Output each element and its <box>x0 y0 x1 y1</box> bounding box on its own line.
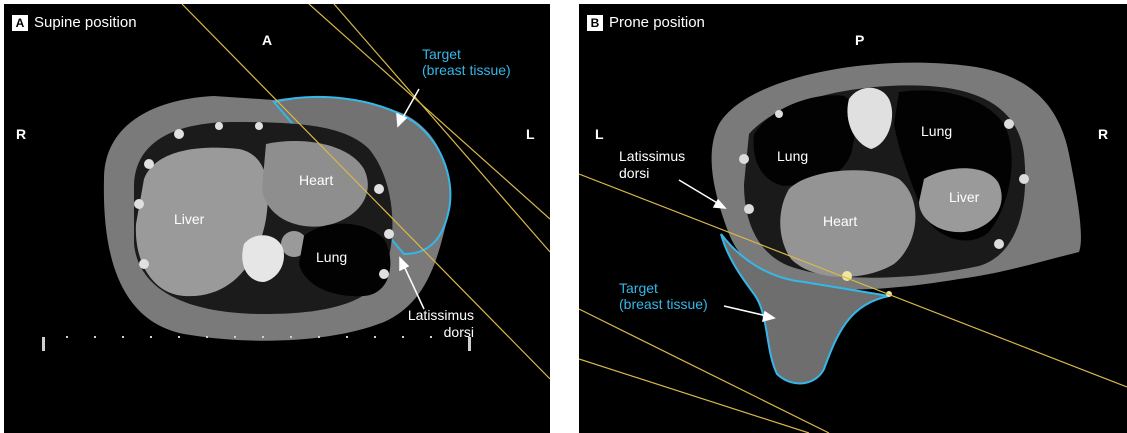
target-label-supine: Target (breast tissue) <box>422 46 511 78</box>
lung-left-label: Lung <box>777 148 809 164</box>
target-label-line2: (breast tissue) <box>422 62 511 78</box>
panel-prone: B Prone position P L R Latissimus dorsi … <box>579 4 1127 433</box>
spine-shape <box>847 87 893 149</box>
heart-label: Heart <box>299 172 334 188</box>
heart-shape <box>780 170 916 277</box>
orient-right-label: L <box>526 126 535 142</box>
heart-label: Heart <box>823 213 858 229</box>
panel-title-text: Supine position <box>34 14 137 31</box>
target-label-line2: (breast tissue) <box>619 296 708 312</box>
panel-supine: A Supine position A R L Target (breast t… <box>4 4 550 433</box>
ct-scan-prone <box>579 62 1127 433</box>
orient-right-label: R <box>1098 126 1109 142</box>
spine-shape <box>242 235 284 282</box>
panel-title-supine: A Supine position <box>12 14 137 31</box>
lung-label: Lung <box>316 249 348 265</box>
panel-letter-a: A <box>12 14 28 31</box>
beam-line-1 <box>181 4 550 380</box>
beam-line-2 <box>308 4 550 220</box>
beam-line-3 <box>579 358 810 433</box>
latissimus-line1: Latissimus <box>407 307 474 323</box>
orient-top-label: A <box>262 32 273 48</box>
panel-title-text: Prone position <box>609 14 705 31</box>
latissimus-label-prone: Latissimus dorsi <box>619 148 685 182</box>
target-label-line1: Target <box>619 280 658 296</box>
beam-line-1 <box>579 173 1127 388</box>
latissimus-line1: Latissimus <box>619 148 686 164</box>
ct-scan-supine <box>42 4 550 380</box>
orient-left-label: R <box>16 126 27 142</box>
lung-shape <box>299 223 391 297</box>
target-region-prone <box>720 233 890 385</box>
liver-label: Liver <box>174 211 205 227</box>
aorta-shape <box>281 231 307 257</box>
beam-line-3 <box>333 4 550 253</box>
heart-shape <box>262 141 368 227</box>
target-label-prone: Target (breast tissue) <box>619 280 708 312</box>
beam-line-2 <box>579 308 830 433</box>
liver-label: Liver <box>949 189 980 205</box>
panel-title-prone: B Prone position <box>587 14 705 31</box>
lung-right-label: Lung <box>921 123 953 139</box>
liver-shape <box>135 147 268 297</box>
latissimus-line2: dorsi <box>619 165 650 181</box>
latissimus-line2: dorsi <box>443 324 474 340</box>
orient-left-label: L <box>595 126 604 142</box>
panel-letter-b: B <box>587 14 603 31</box>
target-label-line1: Target <box>422 46 461 62</box>
orient-top-label: P <box>855 32 865 48</box>
liver-shape <box>919 168 1002 233</box>
latissimus-label-supine: Latissimus dorsi <box>388 307 474 341</box>
